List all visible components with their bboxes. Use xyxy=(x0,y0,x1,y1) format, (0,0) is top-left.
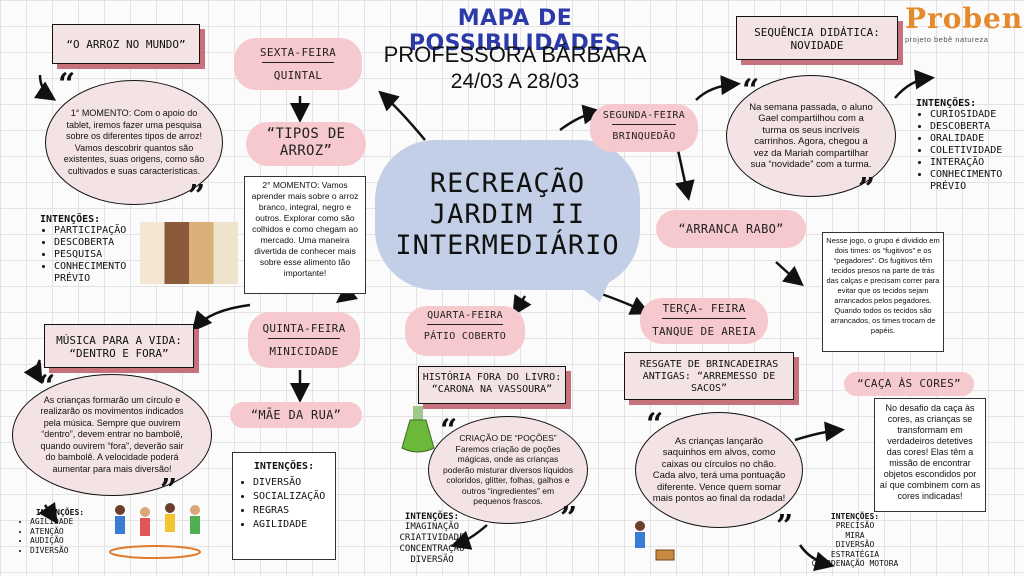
friday-activity: “TIPOS DE ARROZ” xyxy=(246,122,366,166)
intention-item: PARTICIPAÇÃO xyxy=(54,225,140,237)
center-bubble xyxy=(375,140,640,290)
intention-item: IMAGINAÇÃO xyxy=(404,522,460,532)
intention-item: DIVERSÃO xyxy=(410,555,454,565)
proben-logo: Proben projeto bebê natureza xyxy=(905,2,1024,44)
logo-brand: Proben xyxy=(905,2,1024,35)
center-line-1: RECREAÇÃO xyxy=(429,168,586,199)
intention-item: REGRAS xyxy=(253,504,329,518)
thursday-activity: “MÃE DA RUA” xyxy=(230,402,362,428)
friday-day: SEXTA-FEIRA xyxy=(259,46,337,59)
teacher-name: PROFESSORA BÁRBARA xyxy=(383,42,647,67)
intention-item: CONCENTRAÇÃO xyxy=(399,544,465,554)
children-dancing-illustration xyxy=(100,500,210,560)
music-int-title: INTENÇÕES: xyxy=(35,508,85,517)
color-hunt-activity: “CAÇA ÀS CORES” xyxy=(844,372,974,396)
story-header: HISTÓRIA FORA DO LIVRO: “CARONA NA VASSO… xyxy=(418,366,566,404)
arranca-rabo-rules: Nesse jogo, o grupo é dividido em dois t… xyxy=(822,232,944,352)
thursday-intentions: INTENÇÕES: DIVERSÃOSOCIALIZAÇÃOREGRASAGI… xyxy=(232,452,336,560)
center-line-3: INTERMEDIÁRIO xyxy=(395,230,620,261)
potion-flask-icon xyxy=(398,404,438,454)
date-range: 24/03 A 28/03 xyxy=(450,70,580,93)
thursday-int-list: DIVERSÃOSOCIALIZAÇÃOREGRASAGILIDADE xyxy=(239,476,329,532)
friday-pill: SEXTA-FEIRA QUINTAL xyxy=(234,38,362,90)
close-quote-icon: ” xyxy=(776,509,794,544)
logo-tagline: projeto bebê natureza xyxy=(905,35,989,44)
intention-item: ORALIDADE xyxy=(930,133,1024,145)
monday-theme: BRINQUEDÃO xyxy=(612,131,676,142)
potion-text: CRIAÇÃO DE “POÇÕES” Faremos criação de p… xyxy=(428,416,588,524)
tuesday-theme: TANQUE DE AREIA xyxy=(652,325,756,338)
monday-int-title: INTENÇÕES: xyxy=(916,98,977,109)
intention-item: ESTRATÉGIA xyxy=(830,549,880,559)
intention-item: COLETIVIDADE xyxy=(930,145,1024,157)
open-quote-icon: “ xyxy=(58,67,76,102)
intention-item: AUDIÇÃO xyxy=(30,536,100,546)
wednesday-day: QUARTA-FEIRA xyxy=(427,310,503,321)
sack-toss-text: As crianças lançarão saquinhos em alvos,… xyxy=(635,412,803,528)
monday-day: SEGUNDA-FEIRA xyxy=(602,110,686,121)
tuesday-day: TERÇA- FEIRA xyxy=(662,302,746,315)
intention-item: DIVERSÃO xyxy=(835,540,875,549)
color-hunt-text: No desafio da caça às cores, as crianças… xyxy=(874,398,986,512)
monday-activity: “ARRANCA RABO” xyxy=(656,210,806,248)
intention-item: SOCIALIZAÇÃO xyxy=(253,490,329,504)
intention-item: AGILIDADE xyxy=(253,518,329,532)
close-quote-icon: ” xyxy=(560,501,578,536)
tuesday-pill: TERÇA- FEIRA TANQUE DE AREIA xyxy=(640,298,768,344)
monday-intentions: INTENÇÕES: CURIOSIDADEDESCOBERTAORALIDAD… xyxy=(916,98,1024,193)
page-title: MAPA DE POSSIBILIDADES xyxy=(408,6,622,56)
rice-moment-1: 1° MOMENTO: Com o apoio do tablet, iremo… xyxy=(45,80,223,205)
friday-moment-2: 2° MOMENTO: Vamos aprender mais sobre o … xyxy=(244,176,366,294)
friday-theme: QUINTAL xyxy=(273,69,323,82)
wednesday-int-title: INTENÇÕES: xyxy=(404,512,460,522)
rice-intentions: INTENÇÕES: PARTICIPAÇÃODESCOBERTAPESQUIS… xyxy=(40,214,140,285)
intention-item: DIVERSÃO xyxy=(253,476,329,490)
monday-int-list: CURIOSIDADEDESCOBERTAORALIDADECOLETIVIDA… xyxy=(916,109,1024,193)
rice-int-list: PARTICIPAÇÃODESCOBERTAPESQUISACONHECIMEN… xyxy=(40,225,140,285)
center-bubble-tail xyxy=(570,280,610,302)
monday-pill: SEGUNDA-FEIRA BRINQUEDÃO xyxy=(590,104,698,152)
intention-item: CURIOSIDADE xyxy=(930,109,1024,121)
music-intentions: INTENÇÕES: AGILIDADEATENÇÃOAUDIÇÃODIVERS… xyxy=(20,508,100,555)
close-quote-icon: ” xyxy=(858,172,876,207)
intention-item: PRECISÃO xyxy=(835,521,875,530)
intention-item: DESCOBERTA xyxy=(54,237,140,249)
close-quote-icon: ” xyxy=(188,179,206,214)
center-title: RECREAÇÃO JARDIM II INTERMEDIÁRIO xyxy=(380,168,635,261)
intention-item: INTERAÇÃO xyxy=(930,157,1024,169)
center-line-2: JARDIM II xyxy=(429,199,586,230)
intention-item: AGILIDADE xyxy=(30,517,100,527)
rice-int-title: INTENÇÕES: xyxy=(40,214,101,225)
intention-item: CRIATIVIDADE xyxy=(399,533,465,543)
intention-item: ATENÇÃO xyxy=(30,527,100,537)
music-int-list: AGILIDADEATENÇÃOAUDIÇÃODIVERSÃO xyxy=(20,517,100,555)
child-throwing-illustration xyxy=(628,518,678,568)
thursday-theme: MINICIDADE xyxy=(269,345,339,358)
intention-item: CONHECIMENTO PRÉVIO xyxy=(54,261,140,285)
intention-item: COORDENAÇÃO MOTORA xyxy=(811,559,899,568)
close-quote-icon: ” xyxy=(160,473,178,508)
rice-world-header: “O ARROZ NO MUNDO” xyxy=(52,24,200,64)
intention-item: MIRA xyxy=(845,530,865,540)
thursday-day: QUINTA-FEIRA xyxy=(262,322,346,335)
dentro-fora-text: As crianças formarão um círculo e realiz… xyxy=(12,374,212,496)
intention-item: DESCOBERTA xyxy=(930,121,1024,133)
intention-item: CONHECIMENTO PRÉVIO xyxy=(930,169,1024,193)
tuesday-int-title: INTENÇÕES: xyxy=(830,512,880,521)
thursday-int-title: INTENÇÕES: xyxy=(253,461,315,472)
novidade-text: Na semana passada, o aluno Gael comparti… xyxy=(726,75,896,197)
intention-item: DIVERSÃO xyxy=(30,546,100,556)
thursday-pill: QUINTA-FEIRA MINICIDADE xyxy=(248,312,360,368)
rice-types-photo xyxy=(140,222,238,284)
rescue-header: RESGATE DE BRINCADEIRAS ANTIGAS: “ARREME… xyxy=(624,352,794,400)
intention-item: PESQUISA xyxy=(54,249,140,261)
wednesday-pill: QUARTA-FEIRA PÁTIO COBERTO xyxy=(405,306,525,356)
music-header: MÚSICA PARA A VIDA: “DENTRO E FORA” xyxy=(44,324,194,368)
didactic-seq-header: SEQUÊNCIA DIDÁTICA: NOVIDADE xyxy=(736,16,898,60)
wednesday-theme: PÁTIO COBERTO xyxy=(423,331,507,342)
